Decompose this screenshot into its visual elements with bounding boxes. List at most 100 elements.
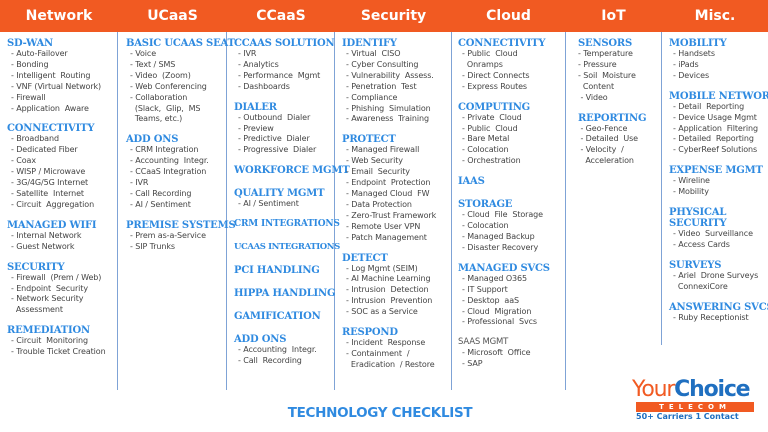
- list-item: - Bonding: [11, 59, 49, 69]
- section-title: UCAAS INTEGRATIONS: [234, 242, 340, 253]
- list-item: - IVR: [238, 49, 257, 58]
- list-item: Acceleration: [578, 156, 634, 166]
- list-item: - Handsets: [673, 49, 715, 58]
- section-security: SECURITY - Firewall (Prem / Web) - Endpo…: [7, 262, 117, 317]
- list-item: - WISP / Microwave: [11, 167, 86, 177]
- list-item: - Ruby Receptionist: [673, 312, 749, 322]
- list-item: - SIP Trunks: [130, 241, 175, 251]
- section-title: DIALER: [234, 101, 277, 113]
- list-item: - Device Usage Mgmt: [673, 112, 757, 122]
- section-title: SD-WAN: [7, 38, 53, 49]
- section-answering-svcs: ANSWERING SVCS - Ruby Receptionist: [669, 302, 768, 324]
- column-cloud: CONNECTIVITY - Public Cloud Onramps - Di…: [458, 38, 564, 379]
- list-item: - Awareness Training: [346, 114, 429, 124]
- list-item: - Containment /: [346, 348, 410, 358]
- section-crm-integrations: CRM INTEGRATIONS: [234, 219, 340, 230]
- section-title: SAAS MGMT: [458, 337, 509, 348]
- section-title: EXPENSE MGMT: [669, 165, 763, 177]
- list-item: - Geo-Fence: [578, 123, 628, 133]
- logo-choice: Choice: [674, 377, 750, 402]
- section-hippa-handling: HIPPA HANDLING: [234, 288, 336, 300]
- list-item: - Web Conferencing: [130, 81, 207, 91]
- header-bar: [0, 0, 768, 32]
- column-network: SD-WAN - Auto-Failover - Bonding - Intel…: [7, 38, 117, 367]
- logo-wordmark: YourChoice: [632, 378, 764, 402]
- column-title-ucaas: UCaaS: [147, 8, 198, 24]
- column-divider: [334, 32, 335, 390]
- section-premise-systems: PREMISE SYSTEMS - Prem as-a-Service - SI…: [126, 220, 236, 253]
- list-item: - Pressure: [578, 59, 617, 69]
- section-title: MOBILE NETWORK: [669, 90, 768, 102]
- list-item: - Incident Response: [346, 338, 426, 348]
- list-item: - Video: [578, 92, 608, 102]
- logo-telecom-band: TELECOM: [636, 402, 754, 412]
- section-add-ons: ADD ONS - Accounting Integr. - Call Reco…: [234, 334, 334, 367]
- list-item: - Devices: [673, 70, 710, 80]
- list-item: - Internal Network: [11, 230, 82, 240]
- section-add-ons: ADD ONS - CRM Integration - Accounting I…: [126, 134, 226, 210]
- list-item: - Penetration Test: [346, 81, 417, 91]
- section-title: IAAS: [458, 176, 485, 188]
- section-storage: STORAGE - Cloud File Storage - Colocatio…: [458, 199, 564, 254]
- list-item: - Public Cloud: [462, 49, 518, 58]
- list-item: - Web Security: [346, 156, 403, 166]
- section-title: SURVEYS: [669, 259, 722, 271]
- list-item: - Express Routes: [462, 81, 528, 91]
- list-item: - Intrusion Prevention: [346, 296, 433, 306]
- section-title: QUALITY MGMT: [234, 188, 325, 200]
- section-title: CRM INTEGRATIONS: [234, 219, 340, 230]
- list-item: - Detail Reporting: [673, 101, 745, 111]
- list-item: - Orchestration: [462, 156, 521, 166]
- section-protect: PROTECT - Managed Firewall - Web Securit…: [342, 134, 450, 243]
- section-physical-security: PHYSICAL SECURITY - Video Surveillance -…: [669, 207, 768, 251]
- list-item: - Preview: [238, 123, 274, 133]
- list-item: - IT Support: [462, 284, 508, 294]
- list-item: - Predictive Dialer: [238, 134, 310, 144]
- list-item: - Colocation: [462, 221, 509, 231]
- section-connectivity: CONNECTIVITY - Broadband - Dedicated Fib…: [7, 123, 117, 210]
- section-title: HIPPA HANDLING: [234, 288, 336, 300]
- section-computing: COMPUTING - Private Cloud - Public Cloud…: [458, 102, 564, 168]
- column-divider: [226, 32, 227, 390]
- list-item: - Email Security: [346, 167, 410, 177]
- list-item: - Firewall: [11, 92, 46, 102]
- list-item: - Text / SMS: [130, 59, 176, 69]
- list-item: - Video (Zoom): [130, 70, 191, 80]
- section-title: COMPUTING: [458, 101, 530, 113]
- section-title: SECURITY: [669, 218, 727, 230]
- list-item: Eradication / Restore: [346, 359, 435, 369]
- section-title: PROTECT: [342, 134, 396, 146]
- list-item: - Collaboration: [130, 92, 188, 102]
- column-divider: [661, 32, 662, 345]
- logo-tagline: 50+ Carriers 1 Contact: [636, 412, 739, 421]
- list-item: - Cloud Migration: [462, 306, 532, 316]
- section-title: MOBILITY: [669, 38, 727, 49]
- list-item: - CCaaS Integration: [130, 167, 207, 177]
- list-item: (Slack, Glip, MS: [130, 103, 201, 113]
- section-saas-mgmt: SAAS MGMT - Microsoft Office - SAP: [458, 337, 564, 370]
- list-item: - Colocation: [462, 145, 509, 155]
- column-title-ccaas: CCaaS: [256, 8, 306, 24]
- section-title: BASIC UCAAS SEAT: [126, 38, 235, 49]
- section-title: STORAGE: [458, 199, 513, 211]
- list-item: - Cyber Consulting: [346, 59, 419, 69]
- list-item: - Professional Svcs: [462, 317, 537, 327]
- list-item: - Call Recording: [130, 188, 192, 198]
- logo-your: Your: [632, 377, 675, 402]
- list-item: - Zero-Trust Framework: [346, 210, 437, 220]
- list-item: - Call Recording: [238, 356, 302, 366]
- list-item: - Satellite Internet: [11, 188, 84, 198]
- list-item: - Vulnerability Assess.: [346, 70, 434, 80]
- list-item: - Ariel Drone Surveys: [673, 270, 759, 280]
- list-item: - Intelligent Routing: [11, 70, 91, 80]
- section-title: SECURITY: [7, 261, 65, 273]
- list-item: - Dedicated Fiber: [11, 145, 78, 155]
- section-title: CONNECTIVITY: [7, 123, 95, 135]
- list-item: - Auto-Failover: [11, 49, 68, 58]
- section-identify: IDENTIFY - Virtual CISO - Cyber Consulti…: [342, 38, 450, 125]
- list-item: - Trouble Ticket Creation: [11, 347, 106, 357]
- list-item: Content: [578, 81, 615, 91]
- list-item: Assessment: [11, 305, 63, 315]
- section-title: WORKFORCE MGMT: [234, 165, 350, 177]
- section-title: DETECT: [342, 252, 388, 264]
